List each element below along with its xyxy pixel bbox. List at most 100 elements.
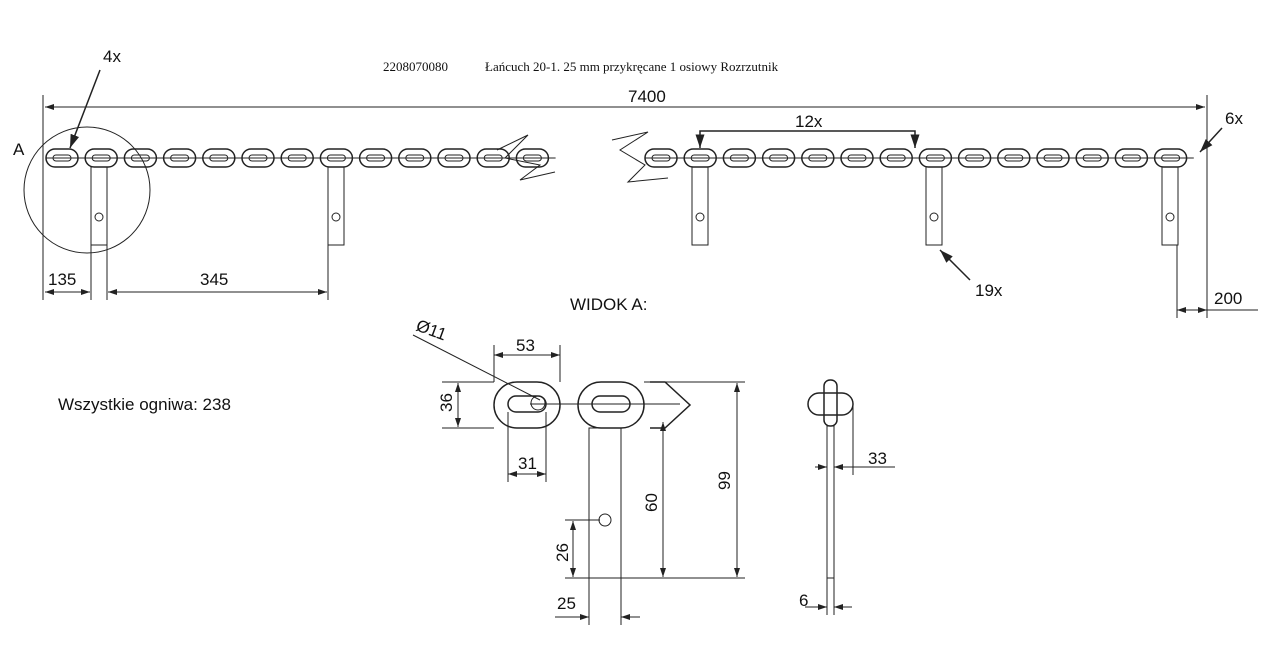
chain-link [722,148,757,168]
chain-link [840,148,874,168]
chain-link-inner [248,154,268,162]
chain-link-inner [405,154,425,162]
chain-link-inner [769,154,789,162]
dim-side-width: 33 [868,449,887,468]
bracket-bar [925,166,943,246]
chain-left [45,148,556,168]
count-19x: 19x [975,281,1003,300]
break-mark [611,131,669,183]
chain-link [1114,148,1149,168]
chain-link [761,148,796,168]
bracket-12x [695,130,920,148]
leader-arrow [1199,127,1223,153]
all-links-count: Wszystkie ogniwa: 238 [58,395,231,414]
chain-link-inner [444,154,464,162]
chain-link-inner [847,154,867,162]
chain-link-inner [1121,154,1141,162]
chain-link-inner [808,154,828,162]
chain-link-inner [170,154,190,162]
leader-arrow [939,249,971,281]
chain-link-inner [326,154,346,162]
count-6x: 6x [1225,109,1243,128]
chain-link [997,148,1031,168]
dim-bar-thickness: 6 [799,591,808,610]
detail-link-cut [650,381,692,429]
side-link-vertical [823,379,838,427]
detail-link [577,381,645,429]
bolt-hole [530,395,546,411]
chain-link [123,148,158,168]
dim-bar-length: 99 [715,471,734,490]
side-bar [826,425,835,579]
chain-link-inner [690,154,710,162]
bracket-hole [1165,212,1175,222]
dim-start-offset: 135 [48,270,76,289]
detail-marker: A [13,140,25,159]
chain-link-inner [1043,154,1063,162]
chain-link-inner [483,154,503,162]
chain-link-inner [366,154,386,162]
chain-right [644,148,1194,168]
chain-link-inner [52,154,72,162]
view-title: WIDOK A: [570,295,647,314]
bracket-hole [94,212,104,222]
break-mark [496,134,556,181]
dim-bar-width: 25 [557,594,576,613]
leader-arrow [69,69,101,149]
chain-link-inner [130,154,150,162]
chain-link [1075,148,1109,168]
count-12x: 12x [795,112,823,131]
bracket-bar [90,166,108,246]
bracket-hole [331,212,341,222]
chain-link-inner [209,154,229,162]
part-code: 2208070080 [383,59,448,74]
chain-link-inner [1161,154,1181,162]
bracket-bar [327,166,345,246]
dim-link-length: 53 [516,336,535,355]
chain-link [45,148,79,168]
chain-link-inner [1004,154,1024,162]
dim-hole-diameter: Ø11 [414,316,450,344]
chain-link [801,148,835,168]
chain-link-inner [925,154,945,162]
bracket-bar [691,166,709,246]
dim-link-inner: 31 [518,454,537,473]
dim-hole-top: 60 [642,493,661,512]
dim-total-length: 7400 [628,87,666,106]
part-name: Łańcuch 20-1. 25 mm przykręcane 1 osiowy… [485,59,779,74]
chain-link [957,148,992,168]
detail-circle-a [23,126,151,254]
chain-link [280,148,314,168]
chain-link [644,148,678,168]
bar-hole [598,513,612,527]
chain-link-inner [651,154,671,162]
chain-link [515,148,550,168]
dim-spacing: 345 [200,270,228,289]
chain-link-inner [729,154,749,162]
chain-link-inner [522,154,542,162]
bracket-hole [929,212,939,222]
chain-link [358,148,393,168]
bracket-bar [1161,166,1179,246]
chain-link-inner [91,154,111,162]
side-link [807,392,854,416]
chain-link-inner [1082,154,1102,162]
leader-line [412,334,541,401]
dim-end-offset: 200 [1214,289,1242,308]
chain-link [162,148,197,168]
detail-link [493,381,561,429]
dim-hole-bottom: 26 [553,543,572,562]
chain-link-inner [287,154,307,162]
detail-bar [588,427,622,579]
chain-link [241,148,275,168]
dim-link-width: 36 [437,393,456,412]
chain-link [476,148,510,168]
chain-link-inner [886,154,906,162]
chain-link [398,148,432,168]
chain-link [437,148,471,168]
brackets [90,166,1179,246]
chain-link [879,148,913,168]
count-4x: 4x [103,47,121,66]
